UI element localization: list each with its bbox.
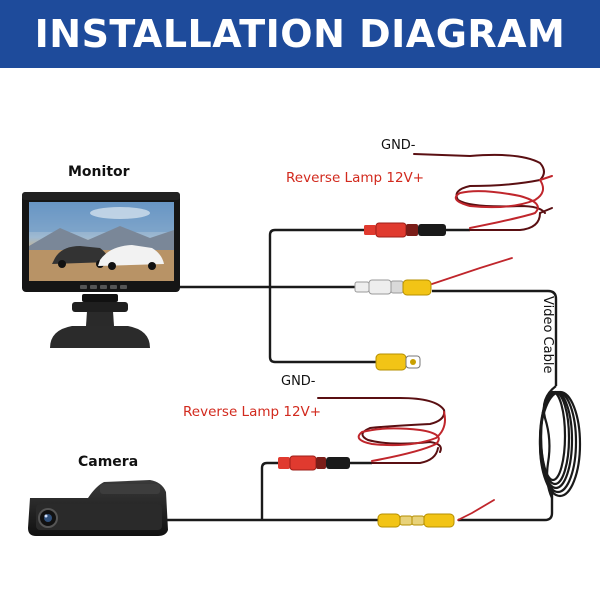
monitor-label: Monitor <box>68 164 130 180</box>
monitor-icon <box>22 192 180 348</box>
upper-power-wires <box>413 153 553 231</box>
camera-rca-connector <box>377 513 455 528</box>
upper-red-connector <box>364 222 446 238</box>
video-cable-label: Video Cable <box>540 296 555 374</box>
upper-reverse-lamp-label: Reverse Lamp 12V+ <box>286 170 425 186</box>
upper-rca-connector <box>354 279 432 296</box>
main-wires <box>165 228 558 522</box>
camera-red-connector <box>278 455 350 471</box>
camera-label: Camera <box>78 454 139 470</box>
lower-gnd-label: GND- <box>281 374 316 389</box>
lower-power-wires <box>317 397 446 464</box>
wiring-diagram <box>22 153 582 536</box>
header-banner <box>0 0 600 68</box>
page-title: INSTALLATION DIAGRAM <box>34 12 566 56</box>
upper-gnd-label: GND- <box>381 138 416 153</box>
camera-icon <box>28 480 168 536</box>
cable-coil-icon <box>538 385 582 499</box>
yellow-connector-red-tails <box>431 257 513 521</box>
monitor-yellow-rca <box>375 353 421 371</box>
lower-reverse-lamp-label: Reverse Lamp 12V+ <box>183 404 322 420</box>
